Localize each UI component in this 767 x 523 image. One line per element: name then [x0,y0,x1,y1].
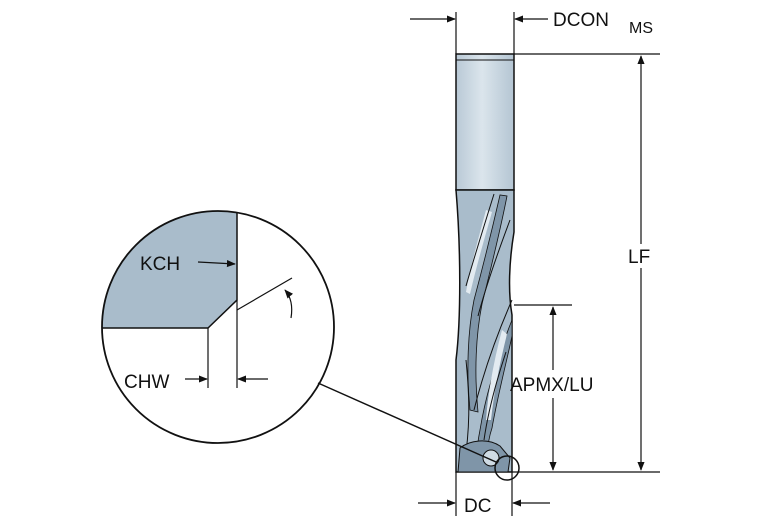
end-mill-tool [455,53,515,473]
tool-shank [455,53,515,191]
dc-dimension: DC [418,472,550,517]
flute-highlight-2 [486,330,507,420]
detail-leader [317,382,520,481]
detail-circle-outline [101,210,335,444]
lf-dimension: LF [512,53,660,473]
dcon-subscript-label: MS [629,20,653,37]
dcon-label: DCON [553,10,609,31]
dc-label: DC [464,496,491,517]
dcon-dimension: DCON MS [410,10,653,54]
flute-helix-dark-1 [467,194,508,413]
chamfer-detail-view: KCH CHW [101,210,335,444]
apmx-lu-dimension: APMX/LU [510,304,593,471]
kch-label: KCH [140,254,180,275]
detail-marker-circle [494,455,520,481]
lf-label: LF [628,247,650,268]
chw-label: CHW [124,372,169,393]
flute-highlight-1 [466,210,492,294]
apmx-lu-label: APMX/LU [510,375,593,396]
flute-edge-lines [463,193,513,467]
